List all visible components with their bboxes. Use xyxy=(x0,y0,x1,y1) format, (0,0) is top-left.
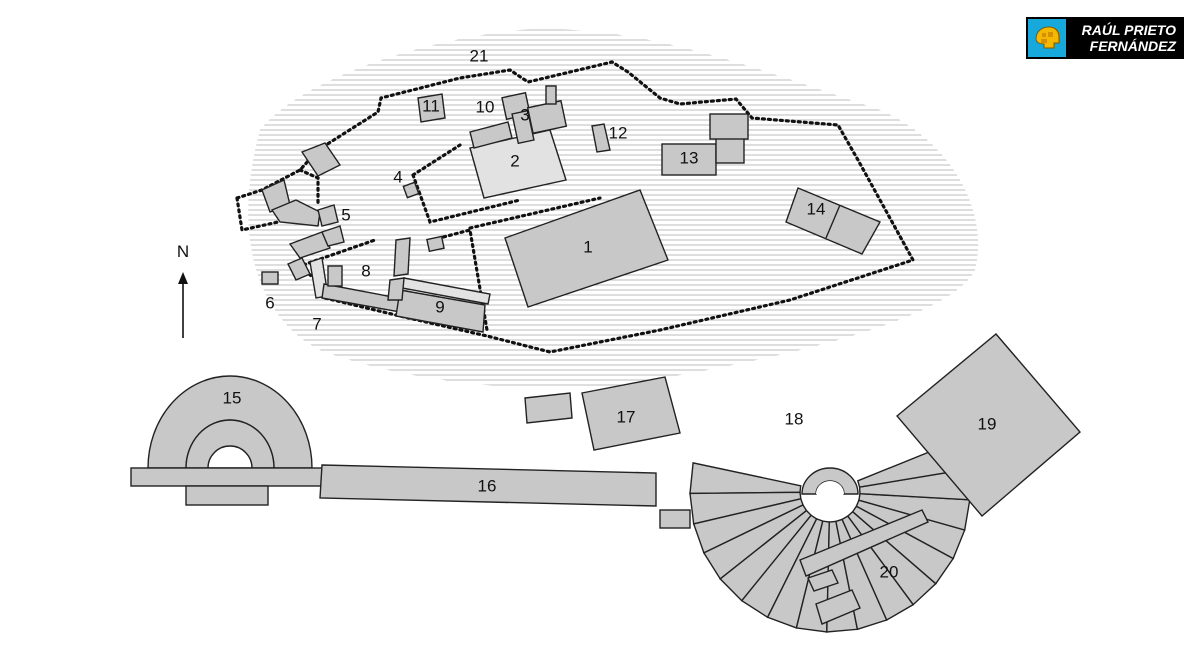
label-16: 16 xyxy=(478,476,497,495)
theatre-orchestra-center xyxy=(816,481,844,494)
label-13: 13 xyxy=(680,148,699,167)
building-13-annex[interactable] xyxy=(715,137,745,164)
building-10[interactable] xyxy=(469,121,513,149)
buildings xyxy=(130,85,1081,633)
label-1: 1 xyxy=(583,237,592,256)
building-6[interactable] xyxy=(261,271,279,285)
logo-text: RAÚL PRIETO FERNÁNDEZ xyxy=(1066,22,1184,54)
building-4[interactable] xyxy=(402,181,420,199)
label-20: 20 xyxy=(880,562,899,581)
building-8[interactable] xyxy=(327,265,343,287)
building-16-end[interactable] xyxy=(659,509,691,529)
building-11[interactable] xyxy=(417,93,446,123)
label-21: 21 xyxy=(470,46,489,65)
building-20-base[interactable] xyxy=(815,589,861,625)
label-8: 8 xyxy=(361,261,370,280)
label-3: 3 xyxy=(520,105,529,124)
north-arrow-icon xyxy=(178,272,188,338)
label-17: 17 xyxy=(617,407,636,426)
label-7: 7 xyxy=(312,314,321,333)
building-19[interactable] xyxy=(896,333,1081,517)
building-17-side[interactable] xyxy=(524,392,573,424)
building-20[interactable] xyxy=(799,509,929,577)
label-6: 6 xyxy=(265,293,274,312)
label-4: 4 xyxy=(393,167,402,186)
building-8-small[interactable] xyxy=(426,235,445,253)
label-19: 19 xyxy=(978,414,997,433)
building-16-stoa[interactable] xyxy=(319,464,657,507)
labels: 1 2 3 4 5 6 7 8 9 10 11 12 13 14 15 16 1… xyxy=(223,46,997,581)
building-9-stoa[interactable] xyxy=(395,289,486,333)
label-11: 11 xyxy=(422,96,440,115)
building-17[interactable] xyxy=(581,376,681,451)
label-18: 18 xyxy=(785,409,804,428)
label-14: 14 xyxy=(807,199,826,218)
building-20-block[interactable] xyxy=(807,569,839,592)
building-13-top[interactable] xyxy=(709,113,749,140)
theatre-wedge xyxy=(689,462,802,495)
building-15-odeon[interactable] xyxy=(130,375,331,506)
building-8-gate[interactable] xyxy=(393,237,411,277)
label-10: 10 xyxy=(476,97,495,116)
label-5: 5 xyxy=(341,205,350,224)
perimeter-wall xyxy=(235,60,916,354)
label-12: 12 xyxy=(609,123,628,142)
author-logo: RAÚL PRIETO FERNÁNDEZ xyxy=(1026,17,1184,59)
building-3-cluster[interactable] xyxy=(501,85,568,145)
building-9-end[interactable] xyxy=(387,277,405,301)
puzzle-head-icon xyxy=(1028,19,1066,57)
label-15: 15 xyxy=(223,388,242,407)
label-9: 9 xyxy=(435,297,444,316)
label-2: 2 xyxy=(510,151,519,170)
building-5-propylaea[interactable] xyxy=(261,142,345,281)
building-13[interactable] xyxy=(661,143,717,176)
logo-line-2: FERNÁNDEZ xyxy=(1089,38,1176,54)
north-label: N xyxy=(176,242,190,261)
building-12[interactable] xyxy=(591,123,611,153)
logo-line-1: RAÚL PRIETO xyxy=(1081,22,1176,38)
building-1-parthenon[interactable] xyxy=(504,189,669,308)
